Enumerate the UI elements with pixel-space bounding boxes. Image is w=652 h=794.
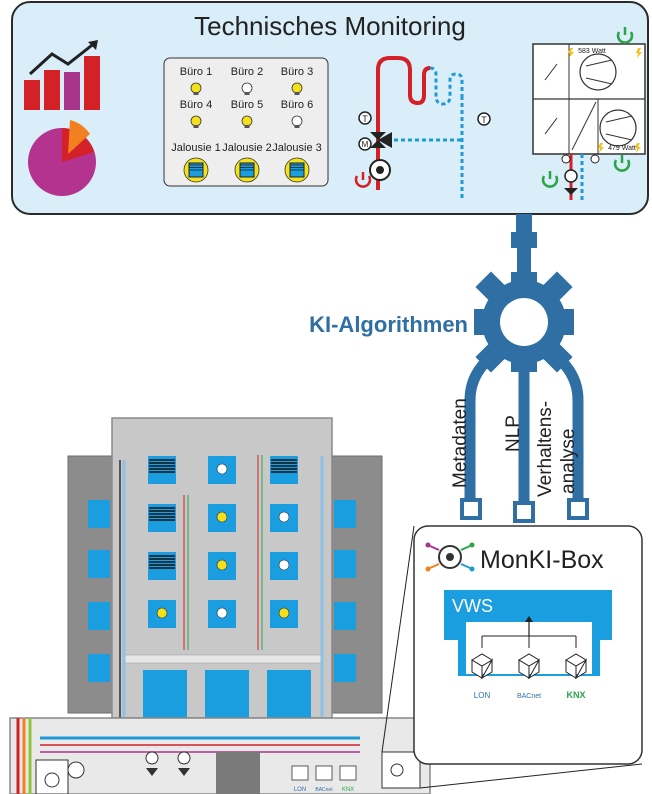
building-window <box>208 504 236 532</box>
branch-verhaltens: Verhaltens- <box>535 401 556 497</box>
side-window <box>334 602 356 630</box>
hvac-power-bottom: 479 Watt <box>608 145 636 152</box>
branch-analyse: analyse <box>558 429 579 495</box>
room-control-panel: Büro 1 Büro 2 Büro 3 Büro 4 Büro 5 Büro 6 Jal… <box>163 57 329 187</box>
building-window <box>148 552 176 580</box>
ai-gear-connector: KI-Algorithmen Metadaten NLP Verhaltens-… <box>309 214 589 523</box>
building-window <box>270 600 298 628</box>
side-window <box>88 500 110 528</box>
heating-loop-schematic: T M T <box>354 56 491 200</box>
bacnet-cubes-icon <box>518 653 540 680</box>
svg-text:M: M <box>362 140 369 149</box>
room-label: Büro 2 <box>231 66 263 78</box>
vws-label: VWS <box>452 596 493 616</box>
building-window <box>208 456 236 484</box>
gear-icon <box>474 271 574 373</box>
building-window <box>208 600 236 628</box>
knx-cubes-icon <box>565 653 587 680</box>
side-window <box>88 602 110 630</box>
bulb-icon[interactable] <box>291 82 303 95</box>
bar-chart-icon <box>24 40 100 110</box>
heating-power-icon <box>354 172 372 188</box>
monki-box: MonKI-Box VWS LON BACnet KNX <box>381 525 643 789</box>
building-window <box>270 504 298 532</box>
blind-label: Jalousie 2 <box>222 142 272 154</box>
monki-box-title: MonKI-Box <box>480 546 604 574</box>
side-window <box>334 500 356 528</box>
bulb-icon[interactable] <box>190 82 202 95</box>
hvac-power-icon-left <box>541 171 559 188</box>
box-knx: KNX <box>566 690 585 700</box>
monitoring-title: Technisches Monitoring <box>194 11 466 41</box>
branch-metadaten: Metadaten <box>450 398 471 488</box>
side-window <box>88 654 110 682</box>
lon-cubes-icon <box>471 653 493 680</box>
side-window <box>334 654 356 682</box>
basement-lon: LON <box>294 787 306 793</box>
blind-control-icon[interactable] <box>284 157 310 183</box>
building <box>67 417 383 730</box>
pie-chart-icon <box>28 120 96 196</box>
bulb-icon[interactable] <box>190 115 202 128</box>
basement-bacnet: BACnet <box>315 787 333 793</box>
hvac-power-icon-top <box>616 27 634 44</box>
ai-algorithms-label: KI-Algorithmen <box>309 312 468 337</box>
blind-control-icon[interactable] <box>234 157 260 183</box>
svg-text:T: T <box>362 114 368 124</box>
building-window <box>270 456 298 484</box>
side-window <box>334 550 356 578</box>
room-label: Büro 5 <box>231 99 263 111</box>
blind-label: Jalousie 3 <box>272 142 322 154</box>
room-label: Büro 1 <box>180 66 212 78</box>
bulb-icon[interactable] <box>241 115 253 128</box>
building-window <box>148 456 176 484</box>
room-label: Büro 6 <box>281 99 313 111</box>
box-bacnet: BACnet <box>517 693 541 700</box>
svg-text:T: T <box>481 115 487 125</box>
side-window <box>88 550 110 578</box>
room-label: Büro 3 <box>281 66 313 78</box>
hvac-power-icon-right <box>613 155 631 172</box>
basement: LON BACnet KNX <box>9 717 431 794</box>
hvac-power-top: 583 Watt <box>578 48 606 55</box>
basement-knx: KNX <box>342 787 354 793</box>
blind-control-icon[interactable] <box>183 157 209 183</box>
ai-chip-icon <box>425 542 475 572</box>
bulb-icon[interactable] <box>291 115 303 128</box>
hvac-unit: 583 Watt 479 Watt <box>532 27 646 200</box>
building-window <box>148 600 176 628</box>
building-window <box>148 504 176 532</box>
building-window <box>208 552 236 580</box>
box-lon: LON <box>474 691 491 700</box>
bulb-icon[interactable] <box>241 82 253 95</box>
building-window <box>270 552 298 580</box>
blind-label: Jalousie 1 <box>171 142 221 154</box>
branch-nlp: NLP <box>503 415 524 452</box>
room-label: Büro 4 <box>180 99 212 111</box>
